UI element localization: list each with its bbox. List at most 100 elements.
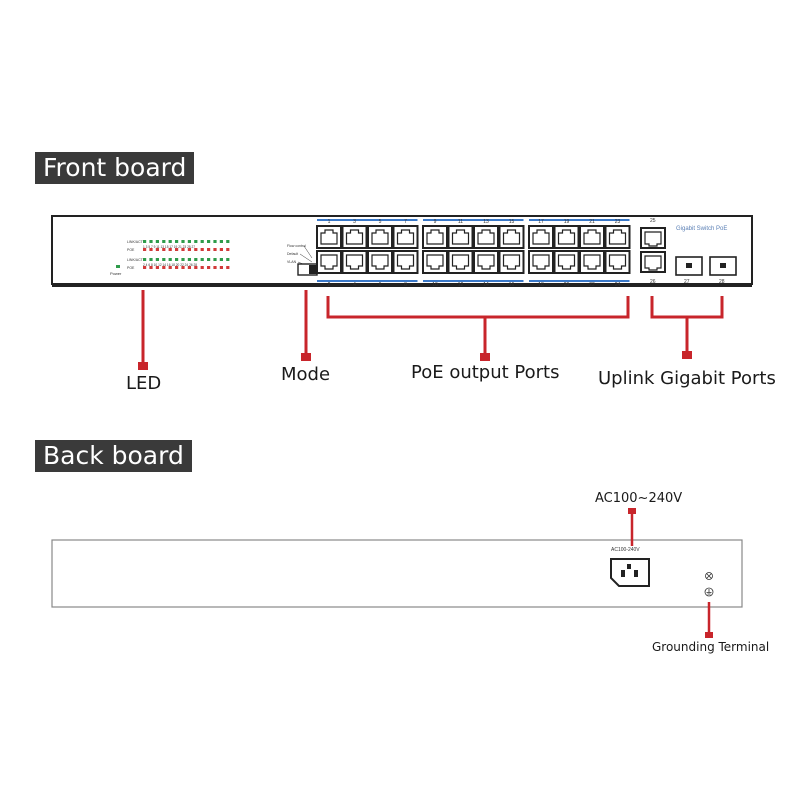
poe-rj45-port xyxy=(528,225,554,249)
poe-rj45-latch xyxy=(320,254,338,270)
port-group-strip xyxy=(529,219,630,221)
led-dot xyxy=(181,240,185,243)
led-dot xyxy=(155,266,159,269)
led-dot xyxy=(168,266,172,269)
poe-ports-callout-label: PoE output Ports xyxy=(411,362,560,383)
led-dot xyxy=(194,248,198,251)
poe-port-number: 4 xyxy=(353,282,356,288)
led-dot xyxy=(175,266,179,269)
back-board-title: Back board xyxy=(35,440,192,472)
led-callout-label: LED xyxy=(126,373,162,394)
led-dot xyxy=(143,248,147,251)
led-dot xyxy=(194,240,198,243)
grounding-screw-cross xyxy=(706,573,712,579)
port-group-strip xyxy=(317,280,418,282)
mode-leader-1 xyxy=(303,245,313,259)
led-dot xyxy=(213,240,217,243)
poe-rj45-latch xyxy=(557,254,576,270)
poe-rj45-port xyxy=(367,225,393,249)
led-dot xyxy=(162,240,166,243)
led-dot xyxy=(181,248,185,251)
led-dot xyxy=(200,248,204,251)
poe-rj45-port xyxy=(498,225,525,249)
uplink-port-number: 28 xyxy=(719,279,725,285)
led-dot xyxy=(187,248,191,251)
poe-rj45-port xyxy=(447,225,474,249)
poe-port-number: 1 xyxy=(328,219,331,225)
led-dot xyxy=(168,240,172,243)
led-dot xyxy=(200,240,204,243)
brand-label: Gigabit Switch PoE xyxy=(676,226,727,232)
poe-rj45-port xyxy=(473,225,499,249)
led-dot xyxy=(168,258,172,261)
poe-port-number: 19 xyxy=(564,219,570,225)
poe-rj45-port xyxy=(341,250,368,274)
poe-port-number: 14 xyxy=(483,282,489,288)
ac-socket-pin xyxy=(627,564,631,569)
poe-rj45-port xyxy=(422,225,448,249)
led-dot xyxy=(207,266,211,269)
poe-port-number: 20 xyxy=(564,282,570,288)
poe-rj45-port xyxy=(316,225,342,249)
mode-switch-slider xyxy=(309,265,316,274)
front-callout-leaders xyxy=(141,290,724,364)
led-dot xyxy=(187,258,191,261)
uplink-rj45-port xyxy=(640,251,666,273)
poe-rj45-port xyxy=(528,250,554,274)
led-bottom-numbers: 2 4 6 8 10 12 14 16 18 20 22 24 26 28 xyxy=(143,263,197,267)
poe-rj45-latch xyxy=(502,254,521,270)
poe-rj45-port xyxy=(341,225,368,249)
led-row1-label: LINK/ACT xyxy=(127,240,144,244)
mode-callout-label: Mode xyxy=(281,364,331,385)
led-dot xyxy=(143,240,147,243)
led-dot xyxy=(213,266,217,269)
led-dot xyxy=(155,248,159,251)
led-dot xyxy=(149,266,153,269)
poe-rj45-latch xyxy=(532,254,550,270)
poe-rj45-latch xyxy=(583,229,601,245)
uplink-rj45-latch xyxy=(644,231,662,247)
poe-rj45-latch xyxy=(426,254,444,270)
uplink-port-number: 25 xyxy=(650,218,656,224)
poe-rj45-port xyxy=(579,250,605,274)
led-dot xyxy=(226,248,230,251)
led-dot xyxy=(149,248,153,251)
poe-rj45-latch xyxy=(608,229,627,245)
poe-rj45-port xyxy=(553,225,580,249)
poe-rj45-port xyxy=(604,225,631,249)
power-label: Power xyxy=(110,271,122,276)
mode-leader-2 xyxy=(299,253,313,263)
poe-rj45-port xyxy=(498,250,525,274)
poe-rj45-latch xyxy=(426,229,444,245)
poe-rj45-latch xyxy=(396,229,415,245)
grounding-screw-icon xyxy=(705,572,713,580)
poe-rj45-port xyxy=(579,225,605,249)
poe-rj45-latch xyxy=(371,229,389,245)
led-dot xyxy=(155,240,159,243)
led-indicator-block: LINK/ACT POE LINK/ACT POE 1 3 5 7 9 11 1… xyxy=(110,240,230,276)
mode-label-default: Default xyxy=(287,252,298,256)
power-led xyxy=(116,265,120,268)
poe-port-number: 9 xyxy=(434,219,437,225)
mode-label-vlan: VLAN xyxy=(287,260,297,264)
poe-port-number: 21 xyxy=(589,219,595,225)
led-row2-label: POE xyxy=(127,248,135,252)
poe-rj45-latch xyxy=(502,229,521,245)
poe-port-number: 13 xyxy=(483,219,489,225)
poe-port-number: 17 xyxy=(538,219,544,225)
port-group-strip xyxy=(423,219,524,221)
poe-port-number: 3 xyxy=(353,219,356,225)
poe-rj45-latch xyxy=(396,254,415,270)
led-dot xyxy=(213,248,217,251)
ac-socket-pin xyxy=(621,570,625,577)
poe-port-number: 16 xyxy=(509,282,515,288)
ground-symbol-icon xyxy=(704,587,714,597)
led-dot xyxy=(143,266,147,269)
led-dot xyxy=(219,258,223,261)
poe-port-number: 7 xyxy=(404,219,407,225)
uplink-port-number: 27 xyxy=(684,279,690,285)
poe-port-number: 10 xyxy=(432,282,438,288)
poe-port-number: 6 xyxy=(379,282,382,288)
led-dot xyxy=(155,258,159,261)
